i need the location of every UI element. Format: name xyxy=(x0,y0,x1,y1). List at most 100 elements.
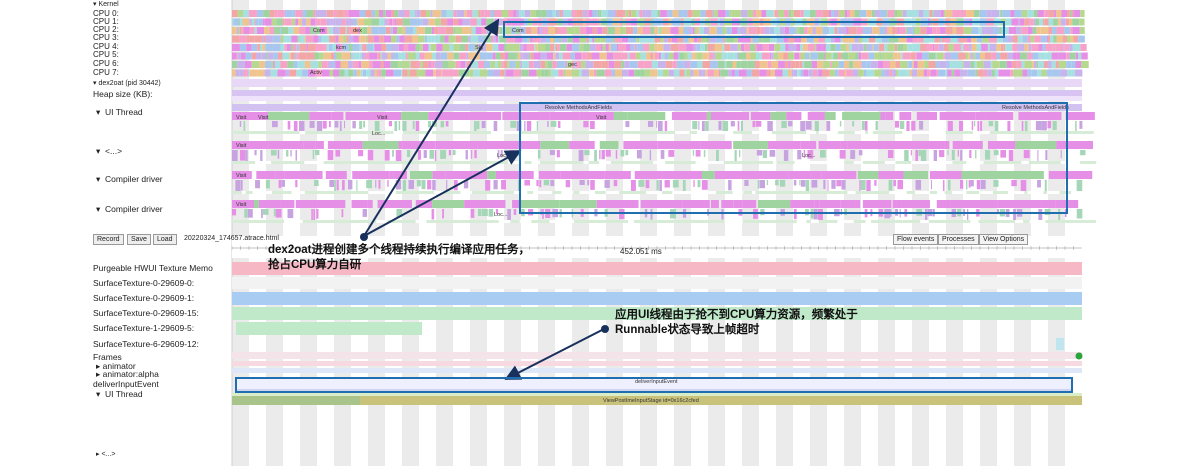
cpu-slice xyxy=(750,52,757,60)
save-button[interactable]: Save xyxy=(127,234,151,245)
cpu-slice xyxy=(1010,69,1014,77)
thread-state xyxy=(1034,161,1046,164)
cpu-slice xyxy=(486,18,494,26)
cpu-slice xyxy=(829,27,835,34)
cpu-slice xyxy=(476,52,479,60)
thread-sub-slice xyxy=(920,150,927,162)
cpu-slice xyxy=(788,44,797,51)
thread-sub-slice xyxy=(604,180,610,188)
thread-label-compiler-1[interactable]: ▾ Compiler driver xyxy=(96,174,163,184)
cpu-slice xyxy=(284,44,287,51)
cpu-slice xyxy=(834,35,841,43)
thread-sub-slice xyxy=(897,180,904,190)
cpu-slice xyxy=(385,10,392,17)
thread-sub-slice xyxy=(412,121,415,130)
frames-child-animator[interactable]: ▸ animator xyxy=(96,361,136,371)
cpu-slice xyxy=(841,44,847,51)
ui-thread-lower-label[interactable]: ▾ UI Thread xyxy=(96,389,143,399)
thread-sub-slice xyxy=(959,180,964,189)
thread-state xyxy=(644,220,650,223)
thread-label-compiler-2[interactable]: ▾ Compiler driver xyxy=(96,204,163,214)
thread-state xyxy=(1050,220,1066,223)
thread-state xyxy=(405,191,415,194)
cpu-slice xyxy=(999,27,1002,34)
cpu-slice xyxy=(794,52,800,60)
cpu-slice xyxy=(369,52,378,60)
cpu-slice xyxy=(963,61,971,68)
load-button[interactable]: Load xyxy=(153,234,177,245)
thread-sub-slice xyxy=(705,121,709,133)
cpu-slice xyxy=(366,69,371,77)
thread-state xyxy=(403,131,407,134)
frames-child-animator-alpha[interactable]: ▸ animator:alpha xyxy=(96,369,159,379)
expander-icon[interactable]: ▾ xyxy=(96,174,101,184)
cpu-slice xyxy=(461,35,469,43)
thread-sub-slice xyxy=(243,121,246,132)
thread-sub-slice xyxy=(388,121,393,127)
cpu-slice xyxy=(803,10,810,17)
thread-sub-slice xyxy=(471,150,473,159)
cpu-slice xyxy=(896,69,899,77)
postime-slice: ViewPostImeInputStage id=0x16c2cfed xyxy=(603,398,699,404)
cpu-slice xyxy=(254,35,262,43)
thread-sub-slice xyxy=(536,180,539,187)
cpu-slice xyxy=(911,69,918,77)
cpu-slice xyxy=(1018,18,1020,26)
thread-sub-slice xyxy=(1076,209,1083,219)
cpu-slice xyxy=(1051,61,1056,68)
thread-state xyxy=(1008,131,1025,134)
cpu-slice xyxy=(1069,18,1073,26)
cpu-slice xyxy=(846,27,849,34)
cpu-slice xyxy=(527,61,529,68)
thread-sub-slice xyxy=(930,180,932,190)
thread-state xyxy=(291,191,305,194)
cpu-slice xyxy=(768,44,775,51)
bottom-expander[interactable]: ▸ <...> xyxy=(96,451,116,458)
cpu-slice xyxy=(262,18,265,26)
kernel-section-header[interactable]: ▾ Kernel xyxy=(93,1,119,8)
cpu-slice xyxy=(645,10,652,17)
slice-label-activ: Activ xyxy=(310,70,322,76)
thread-slice xyxy=(232,171,252,179)
cpu-slice xyxy=(928,61,936,68)
thread-state xyxy=(1045,161,1054,164)
thread-state xyxy=(582,220,592,223)
cpu-slice xyxy=(812,27,816,34)
cpu-slice xyxy=(1056,10,1062,17)
thread-state xyxy=(1050,131,1064,134)
view-options-button[interactable]: View Options xyxy=(979,234,1029,245)
processes-button[interactable]: Processes xyxy=(938,234,979,245)
cpu-slice xyxy=(631,10,637,17)
cpu-slice xyxy=(1039,18,1044,26)
thread-state xyxy=(773,161,777,164)
thread-label-other[interactable]: ▾ <...> xyxy=(96,146,123,156)
cpu-slice xyxy=(1037,10,1044,17)
thread-sub-slice xyxy=(286,150,289,157)
thread-state xyxy=(1078,220,1096,223)
cpu-slice xyxy=(686,44,694,51)
cpu-slice xyxy=(308,44,316,51)
thread-sub-slice xyxy=(273,209,276,217)
thread-label-ui[interactable]: ▾ UI Thread xyxy=(96,107,143,117)
cpu-slice xyxy=(684,69,687,77)
cpu-slice xyxy=(422,61,429,68)
cpu-slice xyxy=(650,69,656,77)
cpu-slice xyxy=(733,35,738,43)
thread-state xyxy=(882,220,896,223)
process-header[interactable]: ▾ dex2oat (pid 30442) xyxy=(93,80,161,87)
expander-icon[interactable]: ▾ xyxy=(96,107,101,117)
cpu-slice xyxy=(424,35,428,43)
thread-slice xyxy=(742,200,757,208)
thread-state xyxy=(579,191,596,194)
cpu-slice xyxy=(877,61,884,68)
thread-slice xyxy=(495,171,513,179)
thread-state xyxy=(533,191,539,194)
flow-events-button[interactable]: Flow events xyxy=(893,234,939,245)
expander-icon[interactable]: ▾ xyxy=(96,146,101,156)
expander-icon[interactable]: ▾ xyxy=(96,204,101,214)
cpu-slice xyxy=(361,44,364,51)
thread-state xyxy=(238,191,242,194)
thread-state xyxy=(892,161,896,164)
record-button[interactable]: Record xyxy=(93,234,124,245)
cpu-slice xyxy=(554,44,556,51)
